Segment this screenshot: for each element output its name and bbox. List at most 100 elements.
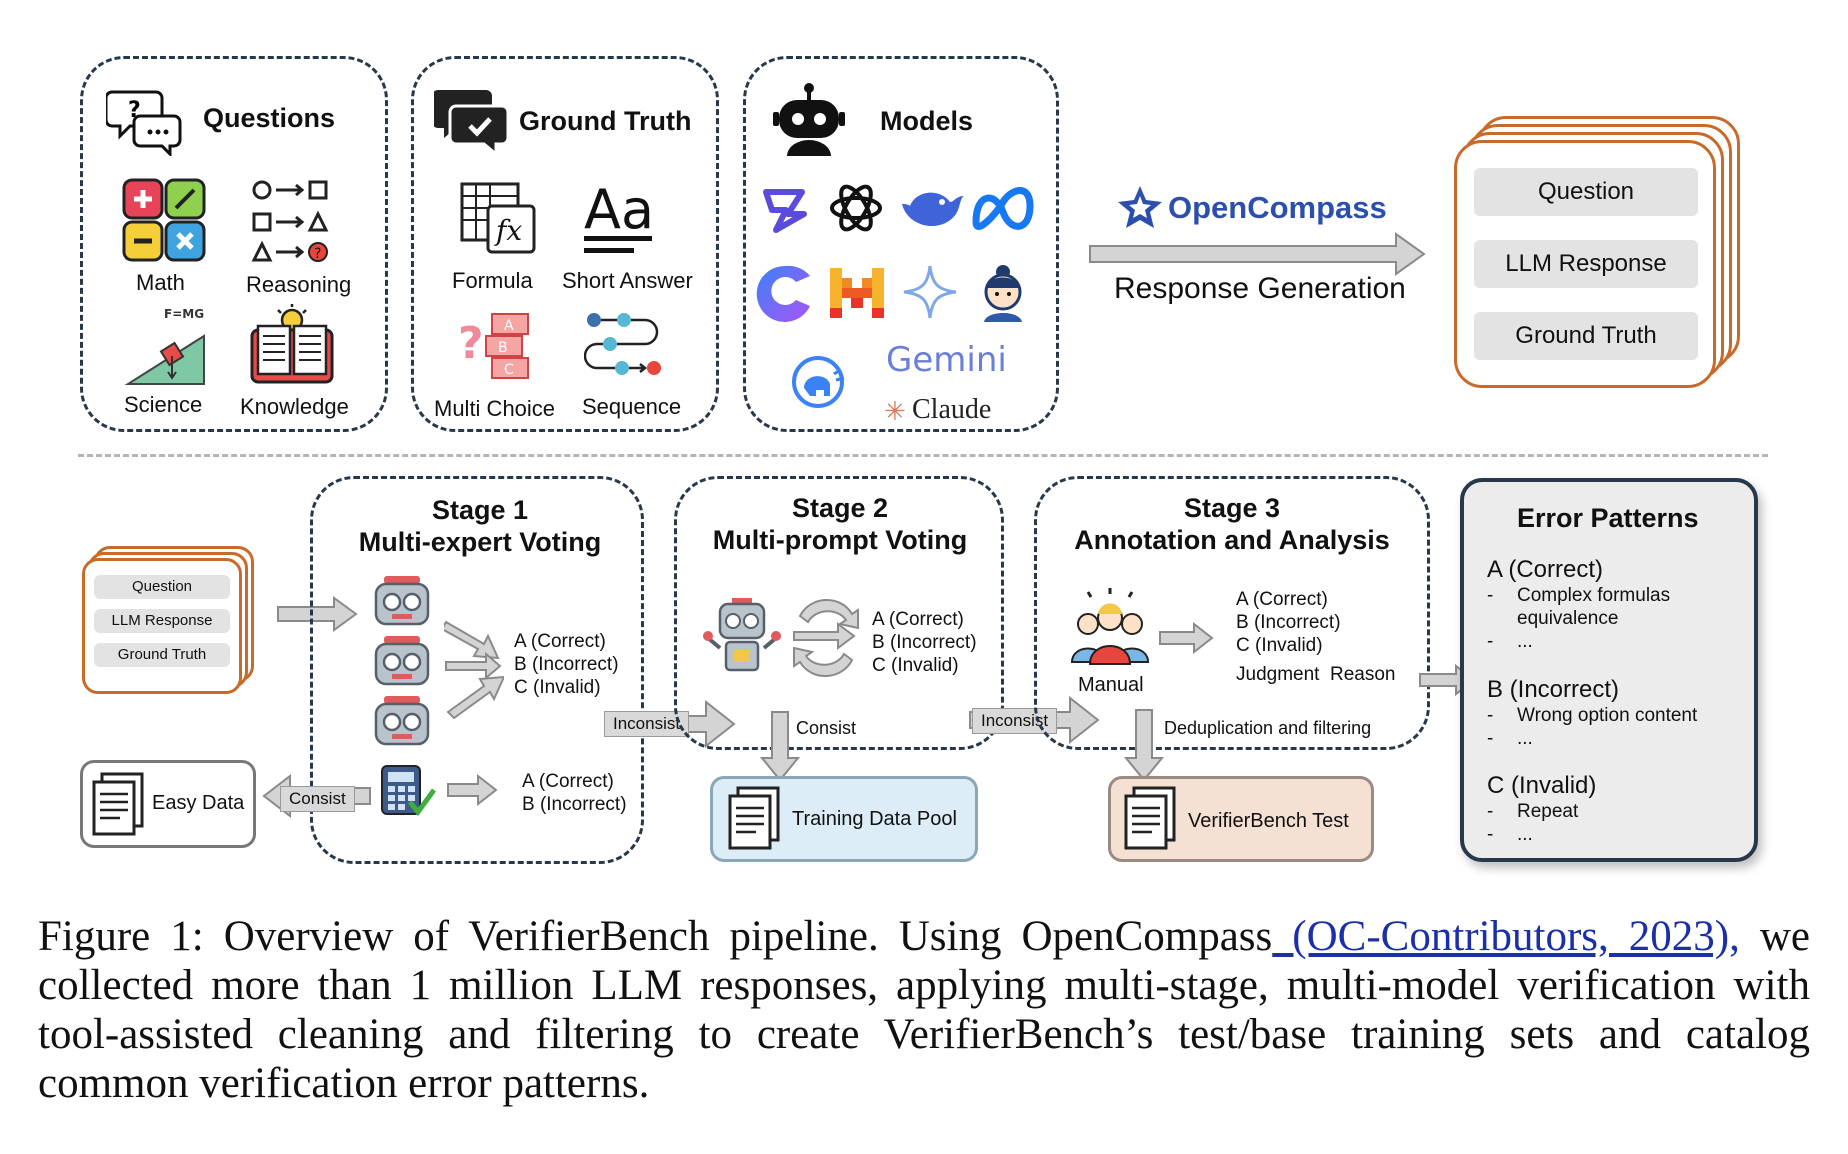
multi-choice-label: Multi Choice	[434, 396, 556, 421]
svg-text:fx: fx	[494, 214, 522, 247]
card-field-question: Question	[1474, 168, 1698, 216]
deepseek-logo-icon	[898, 184, 964, 239]
input-field-ground-truth: Ground Truth	[94, 643, 230, 667]
error-group-c-heading: C (Invalid)	[1487, 772, 1597, 799]
error-group-c: C (Invalid) -Repeat -...	[1487, 772, 1747, 846]
stage2-option-b: B (Incorrect)	[872, 632, 977, 653]
stage3-option-c: C (Invalid)	[1236, 635, 1323, 656]
judgment-reason-label: Judgment Reason	[1236, 664, 1396, 685]
error-a-ellipsis: -...	[1487, 631, 1533, 652]
section-divider	[78, 454, 1768, 457]
easy-data-doc-icon	[90, 772, 146, 845]
error-group-b-heading: B (Incorrect)	[1487, 676, 1620, 703]
robot-icon	[773, 82, 845, 161]
stage2-options: A (Correct) B (Incorrect) C (Invalid)	[872, 608, 977, 677]
error-patterns-panel	[1460, 478, 1758, 862]
error-b-ellipsis: -...	[1487, 728, 1533, 749]
openai-logo-icon	[826, 178, 886, 243]
ground-truth-chat-icon	[432, 84, 510, 161]
error-c-ellipsis: -...	[1487, 824, 1533, 845]
stage3-option-b: B (Incorrect)	[1236, 612, 1341, 633]
sequence-label: Sequence	[582, 394, 682, 419]
error-b-item: -Wrong option content	[1487, 705, 1698, 726]
reasoning-label: Reasoning	[246, 272, 352, 297]
mistral-logo-icon	[830, 268, 884, 323]
stage1-tool-option-a: A (Correct)	[522, 771, 614, 792]
input-field-llm-response: LLM Response	[94, 609, 230, 633]
caption-part2: we collected more than 1 million LLM res…	[38, 913, 1810, 1107]
stage1-title-line1: Stage 1	[431, 495, 529, 525]
tool-to-options-arrow	[446, 773, 498, 811]
short-answer-icon: Aa	[582, 178, 658, 263]
error-a-item-cont: equivalence	[1487, 607, 1747, 630]
opencompass-label: OpenCompass	[1168, 190, 1387, 225]
short-answer-glyph: Aa	[584, 178, 654, 241]
stage1-panel	[310, 476, 644, 864]
error-a-ellipsis-text: ...	[1517, 631, 1533, 652]
svg-text:?: ?	[458, 318, 484, 369]
math-icon	[122, 178, 206, 267]
knowledge-book-icon	[248, 304, 336, 391]
stage2-option-c: C (Invalid)	[872, 655, 959, 676]
model-logo-icon-5	[756, 262, 816, 331]
sequence-icon	[583, 310, 664, 391]
expert-voting-arrows	[440, 608, 506, 733]
stage1-option-c: C (Invalid)	[514, 677, 601, 698]
manual-annotators-icon	[1070, 586, 1150, 671]
input-to-stage1-arrow	[276, 596, 358, 637]
claude-label: Claude	[912, 394, 992, 425]
error-group-b: B (Incorrect) -Wrong option content -...	[1487, 676, 1747, 750]
training-data-pool-label: Training Data Pool	[792, 808, 957, 830]
opencompass-logo-icon	[1116, 184, 1164, 237]
stage1-title-line2: Multi-expert Voting	[358, 527, 602, 557]
stage3-title-line1: Stage 3	[1183, 493, 1281, 523]
stage3-options: A (Correct) B (Incorrect) C (Invalid)	[1236, 588, 1341, 657]
error-group-a: A (Correct) -Complex formulas equivalenc…	[1487, 556, 1747, 653]
error-b-ellipsis-text: ...	[1517, 728, 1533, 749]
error-a-item-text: Complex formulas	[1517, 585, 1671, 606]
choice-letter-a: A	[504, 318, 514, 334]
science-formula: F=MG	[164, 307, 204, 321]
reasoning-icon: ?	[250, 178, 334, 267]
questions-panel	[80, 56, 388, 432]
error-c-item: -Repeat	[1487, 801, 1579, 822]
stage1-tool-options: A (Correct) B (Incorrect)	[522, 770, 627, 816]
stage3-panel	[1034, 476, 1430, 750]
prompt-cycle-arrows	[790, 592, 862, 689]
calculator-icon	[380, 764, 437, 823]
stage3-title: Stage 3 Annotation and Analysis	[1052, 492, 1412, 556]
stage3-option-a: A (Correct)	[1236, 589, 1328, 610]
figure-caption: Figure 1: Overview of VerifierBench pipe…	[38, 912, 1810, 1108]
science-label: Science	[124, 392, 203, 417]
card-field-llm-response: LLM Response	[1474, 240, 1698, 288]
stage1-expert-options: A (Correct) B (Incorrect) C (Invalid)	[514, 630, 619, 699]
error-group-a-heading: A (Correct)	[1487, 556, 1604, 583]
elephant-logo-icon	[790, 354, 850, 415]
error-c-item-text: Repeat	[1517, 801, 1579, 822]
card-field-ground-truth: Ground Truth	[1474, 312, 1698, 360]
stage2-title-line2: Multi-prompt Voting	[712, 525, 968, 555]
caption-citation-link[interactable]: (OC-Contributors, 2023),	[1272, 913, 1740, 960]
choice-letter-c: C	[504, 362, 514, 378]
stage1-option-a: A (Correct)	[514, 631, 606, 652]
stage1-option-b: B (Incorrect)	[514, 654, 619, 675]
choice-letter-b: B	[498, 340, 508, 356]
questions-title: Questions	[203, 103, 336, 133]
meta-logo-icon	[970, 186, 1036, 237]
response-generation-arrow	[1088, 232, 1426, 281]
character-logo-icon	[974, 262, 1032, 329]
error-b-item-text: Wrong option content	[1517, 705, 1698, 726]
question-chat-icon: ?	[104, 86, 184, 161]
caption-part1: Figure 1: Overview of VerifierBench pipe…	[38, 913, 1273, 960]
stage1-inconsist-tag: Inconsist	[604, 711, 690, 737]
stage3-down-arrow	[1123, 708, 1165, 787]
manual-label: Manual	[1078, 674, 1144, 696]
models-title: Models	[880, 106, 974, 136]
formula-label: Formula	[452, 268, 533, 293]
error-a-item-cont-text: equivalence	[1517, 608, 1619, 629]
stage1-title: Stage 1 Multi-expert Voting	[330, 494, 630, 558]
stage3-title-line2: Annotation and Analysis	[1074, 525, 1390, 555]
error-patterns-title: Error Patterns	[1517, 503, 1699, 533]
manual-to-options-arrow	[1158, 621, 1214, 659]
knowledge-label: Knowledge	[240, 394, 349, 419]
